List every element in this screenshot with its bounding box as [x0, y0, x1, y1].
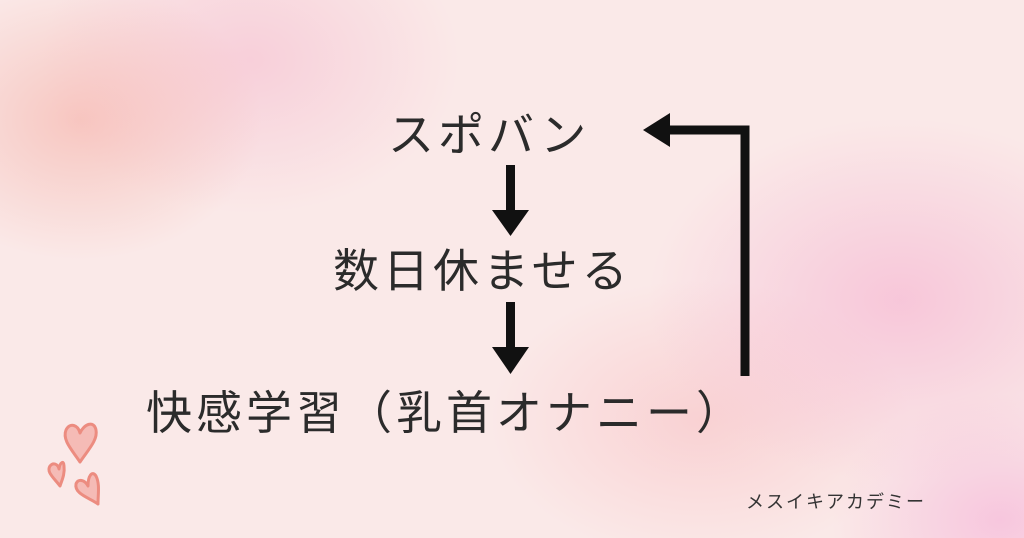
step-2-label: 数日休ませる	[333, 244, 632, 298]
step-3-label: 快感学習（乳首オナニー）	[146, 386, 746, 440]
arrow-down-1	[492, 165, 529, 236]
loop-back-arrow	[643, 113, 750, 376]
brand-text: メスイキアカデミー	[746, 492, 926, 513]
step-1-label: スポバン	[388, 108, 591, 162]
hearts-icon	[47, 422, 100, 506]
arrow-down-2	[492, 302, 529, 374]
